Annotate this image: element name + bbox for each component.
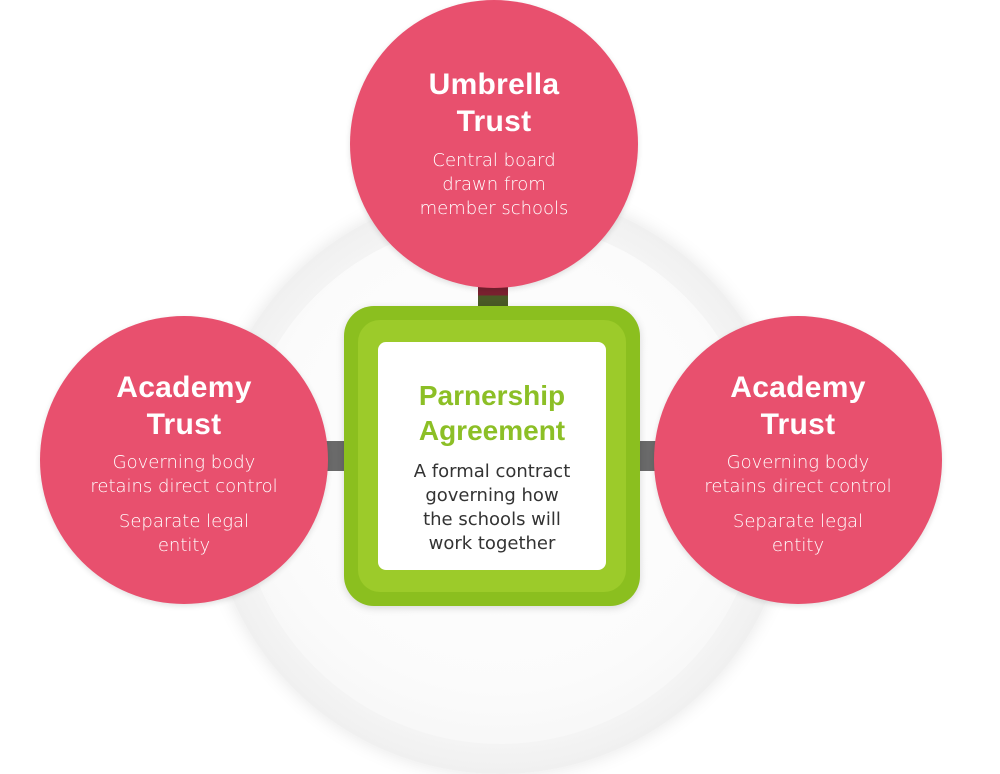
partnership-agreement-box: Parnership Agreement A formal contract g… [344, 306, 640, 606]
partnership-agreement-title: Parnership Agreement [378, 378, 606, 448]
partnership-agreement-description: A formal contract governing how the scho… [386, 460, 598, 556]
center-desc-line: work together [428, 533, 556, 554]
umbrella-title-line1: Umbrella [428, 68, 560, 101]
academy-trust-right-title: Academy Trust [654, 369, 942, 443]
umbrella-trust-description: Central board drawn from member schools [390, 149, 598, 221]
left-desc2-line: entity [157, 535, 211, 556]
academy-trust-left-legal: Separate legal entity [70, 510, 298, 558]
right-desc2-line: entity [771, 535, 825, 556]
academy-trust-left-circle: Academy Trust Governing body retains dir… [40, 316, 328, 604]
right-title-line1: Academy [730, 371, 866, 404]
partnership-box-inner: Parnership Agreement A formal contract g… [378, 342, 606, 570]
diagram-canvas: Umbrella Trust Central board drawn from … [40, 0, 942, 774]
left-desc1-line: Governing body [112, 452, 256, 473]
left-desc2-line: Separate legal [118, 511, 250, 532]
umbrella-trust-title: Umbrella Trust [350, 66, 638, 140]
umbrella-desc-line: drawn from [442, 174, 546, 195]
academy-trust-left-governance: Governing body retains direct control [60, 451, 308, 499]
umbrella-trust-circle: Umbrella Trust Central board drawn from … [350, 0, 638, 288]
left-desc1-line: retains direct control [90, 476, 278, 497]
center-title-line1: Parnership [418, 380, 566, 411]
right-desc2-line: Separate legal [732, 511, 864, 532]
umbrella-title-line2: Trust [456, 105, 532, 138]
right-desc1-line: Governing body [726, 452, 870, 473]
left-title-line1: Academy [116, 371, 252, 404]
center-desc-line: A formal contract [413, 461, 571, 482]
center-title-line2: Agreement [418, 415, 566, 446]
right-desc1-line: retains direct control [704, 476, 892, 497]
umbrella-desc-line: Central board [432, 150, 556, 171]
umbrella-desc-line: member schools [419, 198, 569, 219]
academy-trust-right-governance: Governing body retains direct control [674, 451, 922, 499]
academy-trust-left-title: Academy Trust [40, 369, 328, 443]
center-desc-line: governing how [425, 485, 559, 506]
right-title-line2: Trust [760, 408, 836, 441]
center-desc-line: the schools will [423, 509, 561, 530]
academy-trust-right-legal: Separate legal entity [684, 510, 912, 558]
academy-trust-right-circle: Academy Trust Governing body retains dir… [654, 316, 942, 604]
left-title-line2: Trust [146, 408, 222, 441]
